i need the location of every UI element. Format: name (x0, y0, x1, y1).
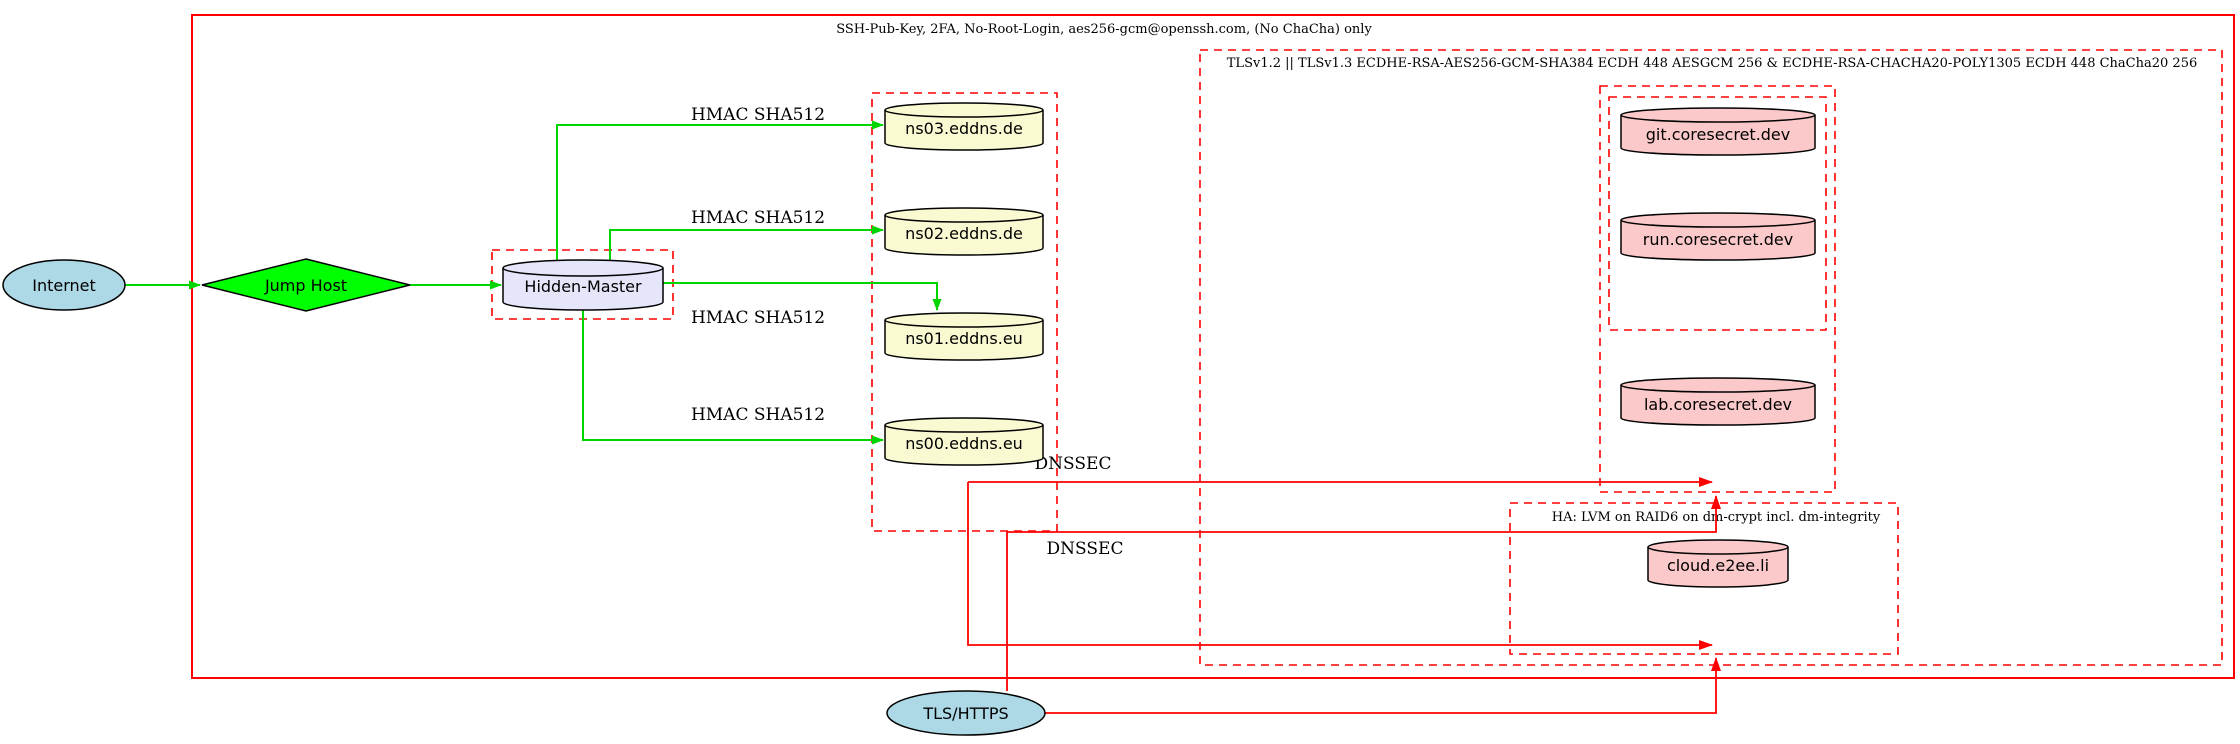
edge-label-hmac-1: HMAC SHA512 (691, 105, 825, 125)
cluster-nameservers-border (871, 92, 1058, 532)
hidden-master-shape (502, 259, 664, 311)
internet-shape (2, 259, 126, 311)
run-shape (1620, 212, 1816, 261)
ns03-node: ns03.eddns.de (884, 102, 1044, 151)
git-label: git.coresecret.dev (1646, 125, 1791, 144)
jump-host-node: Jump Host (201, 258, 411, 312)
run-lid (1620, 219, 1816, 228)
lab-shape (1620, 377, 1816, 426)
jump-host-shape (201, 258, 411, 312)
ns01-shape (884, 312, 1044, 361)
edge-hm-ns02 (609, 225, 884, 262)
ns02-lid (884, 214, 1044, 223)
edge-hm-ns01 (663, 282, 942, 311)
cluster-ssh-border (191, 14, 2235, 679)
edge-hm-ns00 (582, 303, 884, 445)
run-label: run.coresecret.dev (1643, 230, 1793, 249)
green-edges: HMAC SHA512 HMAC SHA512 HMAC SHA512 HMAC… (125, 105, 942, 445)
lab-lid (1620, 384, 1816, 393)
cluster-ha-border (1509, 502, 1899, 655)
cluster-services-outer-border (1599, 85, 1836, 493)
red-edges: DNSSEC DNSSEC (967, 454, 1721, 714)
cluster-tls-label: TLSv1.2 || TLSv1.3 ECDHE-RSA-AES256-GCM-… (1227, 56, 2197, 71)
ns01-label: ns01.eddns.eu (905, 329, 1023, 348)
cluster-ssh-label: SSH-Pub-Key, 2FA, No-Root-Login, aes256-… (836, 22, 1372, 37)
cluster-ssh: SSH-Pub-Key, 2FA, No-Root-Login, aes256-… (191, 14, 2235, 679)
internet-label: Internet (32, 276, 96, 295)
tls-https-label: TLS/HTTPS (922, 704, 1008, 723)
ns02-node: ns02.eddns.de (884, 207, 1044, 256)
tls-https-shape (886, 690, 1046, 736)
jump-host-label: Jump Host (264, 276, 347, 295)
edge-label-dnssec-1: DNSSEC (1035, 454, 1112, 474)
git-lid (1620, 114, 1816, 123)
git-node: git.coresecret.dev (1620, 107, 1816, 156)
hidden-master-label: Hidden-Master (524, 277, 642, 296)
cloud-shape (1647, 539, 1789, 588)
ns02-label: ns02.eddns.de (905, 224, 1023, 243)
tls-https-node: TLS/HTTPS (886, 690, 1046, 736)
internet-node: Internet (2, 259, 126, 311)
ns01-lid (884, 319, 1044, 328)
cloud-node: cloud.e2ee.li (1647, 539, 1789, 588)
git-shape (1620, 107, 1816, 156)
ns03-label: ns03.eddns.de (905, 119, 1023, 138)
hidden-master-lid (502, 267, 664, 277)
edge-label-hmac-2: HMAC SHA512 (691, 208, 825, 228)
edge-label-dnssec-2: DNSSEC (1047, 539, 1124, 559)
hidden-master-node: Hidden-Master (502, 259, 664, 311)
edge-label-hmac-3: HMAC SHA512 (691, 308, 825, 328)
edge-tls-to-services (1006, 495, 1721, 691)
run-node: run.coresecret.dev (1620, 212, 1816, 261)
cloud-label: cloud.e2ee.li (1667, 556, 1769, 575)
ns03-lid (884, 109, 1044, 118)
edge-label-hmac-4: HMAC SHA512 (691, 405, 825, 425)
lab-label: lab.coresecret.dev (1644, 395, 1792, 414)
lab-node: lab.coresecret.dev (1620, 377, 1816, 426)
ns02-shape (884, 207, 1044, 256)
edge-tls-to-ha (1045, 657, 1721, 714)
ns00-shape (884, 417, 1044, 466)
ns03-shape (884, 102, 1044, 151)
ns00-label: ns00.eddns.eu (905, 434, 1023, 453)
edge-dnssec-to-ha (967, 482, 1713, 650)
cloud-lid (1647, 546, 1789, 555)
ns00-node: ns00.eddns.eu (884, 417, 1044, 466)
ns01-node: ns01.eddns.eu (884, 312, 1044, 361)
edge-hm-ns03 (556, 120, 884, 262)
ns00-lid (884, 424, 1044, 433)
